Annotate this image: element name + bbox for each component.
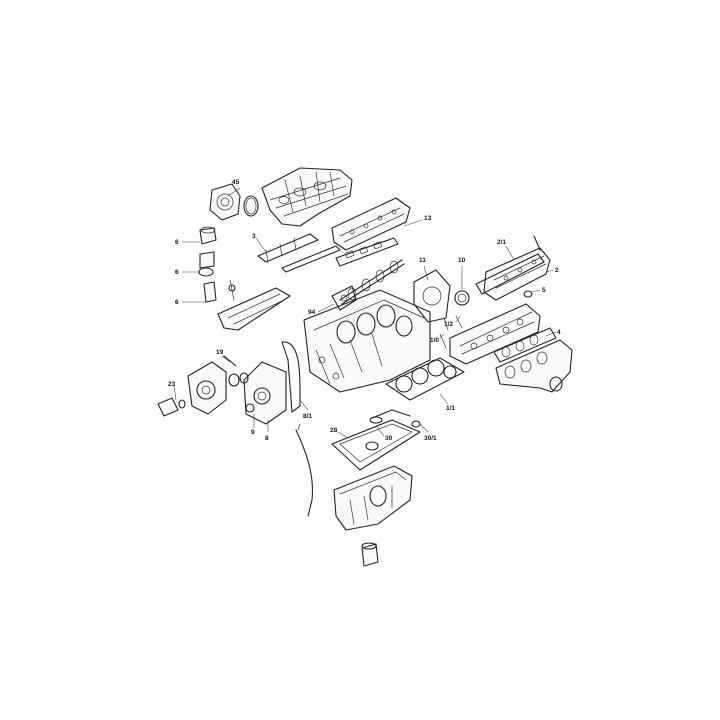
label-23: 23 bbox=[168, 381, 176, 388]
dipstick bbox=[295, 423, 313, 517]
camshaft bbox=[339, 259, 405, 305]
throttle-body bbox=[209, 183, 241, 221]
label-30: 30 bbox=[385, 435, 393, 442]
engine-block bbox=[303, 289, 431, 393]
label-1-0: 1/0 bbox=[430, 337, 439, 344]
leader-lines bbox=[173, 187, 557, 439]
head-gasket bbox=[385, 357, 465, 401]
label-8-1: 8/1 bbox=[303, 413, 312, 420]
label-6-sensor: 6 bbox=[175, 299, 179, 306]
rocker-arms bbox=[257, 233, 341, 273]
oil-pan-gasket bbox=[331, 419, 421, 471]
oil-filter bbox=[361, 542, 379, 567]
label-8: 8 bbox=[265, 435, 269, 442]
thermostat-housing bbox=[157, 397, 186, 417]
water-pump bbox=[187, 355, 249, 415]
label-2: 2 bbox=[555, 267, 559, 274]
timing-cover-gasket bbox=[281, 341, 301, 413]
valley-cover bbox=[217, 287, 291, 331]
label-6-seal: 6 bbox=[175, 269, 179, 276]
label-1-1: 1/1 bbox=[446, 405, 455, 412]
oil-pan bbox=[333, 465, 413, 531]
head-bolts bbox=[439, 315, 463, 349]
oil-pickup bbox=[369, 409, 421, 428]
oil-pressure-sensor bbox=[203, 279, 236, 303]
label-19: 19 bbox=[216, 349, 224, 356]
valve-cover-left bbox=[331, 197, 411, 251]
pcv-seal bbox=[198, 251, 215, 277]
label-5: 5 bbox=[542, 287, 546, 294]
label-10: 10 bbox=[458, 257, 466, 264]
throttle-gasket bbox=[243, 195, 259, 217]
label-3: 3 bbox=[252, 233, 256, 240]
timing-cover bbox=[243, 361, 287, 425]
intake-manifold bbox=[261, 167, 353, 227]
label-6-cap: 6 bbox=[175, 239, 179, 246]
valve-cover-right bbox=[475, 235, 551, 301]
front-plate bbox=[331, 285, 357, 311]
exhaust-manifold bbox=[495, 339, 573, 393]
label-9: 9 bbox=[251, 429, 255, 436]
label-1-2: 1/2 bbox=[444, 321, 453, 328]
grommet bbox=[523, 290, 533, 298]
label-13: 13 bbox=[424, 215, 432, 222]
cylinder-head bbox=[449, 303, 541, 365]
oil-filler-cap bbox=[199, 226, 217, 245]
label-28: 28 bbox=[330, 427, 338, 434]
label-2-1: 2/1 bbox=[497, 239, 506, 246]
label-4: 4 bbox=[557, 329, 561, 336]
label-45: 45 bbox=[232, 179, 240, 186]
label-94: 94 bbox=[308, 309, 316, 316]
exhaust-gasket bbox=[493, 327, 557, 363]
callout-labels: 45 13 6 6 6 3 2/1 2 11 10 5 94 1/2 4 1/0… bbox=[168, 179, 561, 442]
label-30-1: 30/1 bbox=[424, 435, 437, 442]
intake-gasket bbox=[335, 237, 399, 267]
rear-cover bbox=[413, 269, 470, 323]
label-11: 11 bbox=[419, 257, 426, 264]
